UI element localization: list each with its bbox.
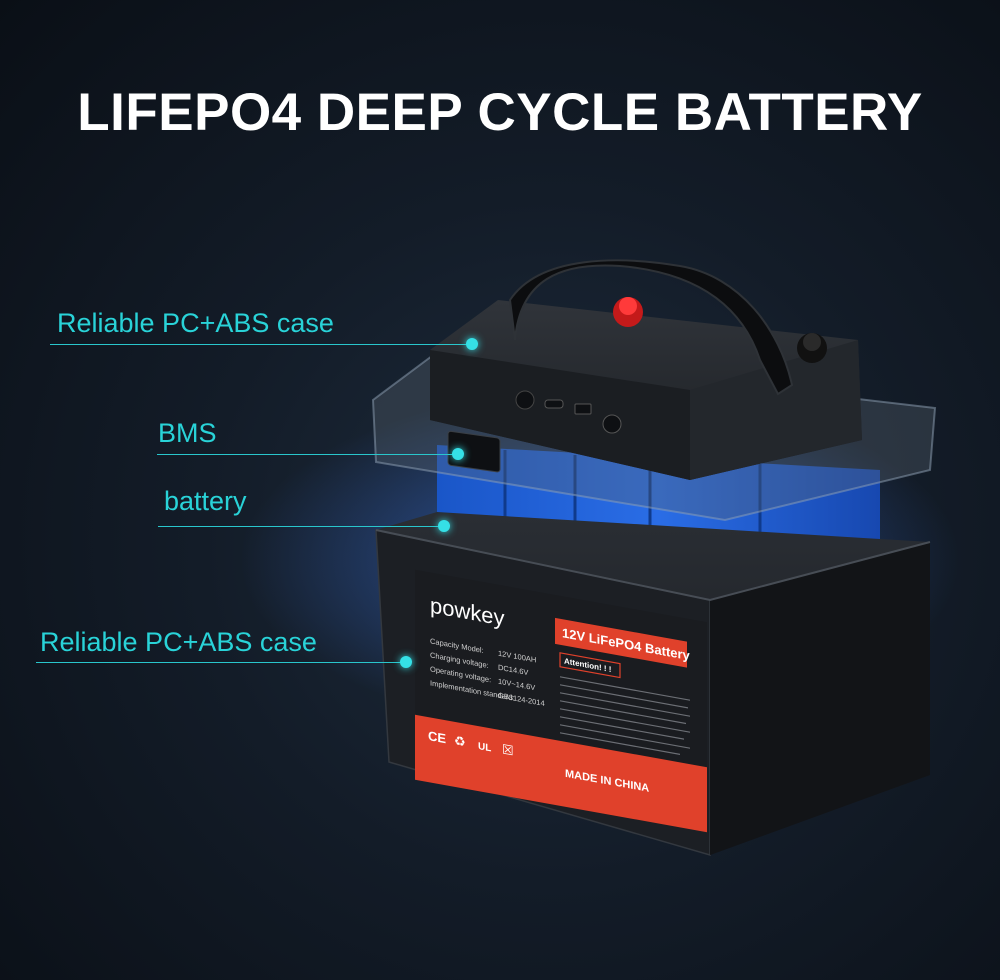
callout-label-bottom-case: Reliable PC+ABS case (40, 627, 317, 657)
callout-dot-bottom-case (400, 656, 412, 668)
callout-label-bms: BMS (158, 418, 217, 448)
top-lid (430, 259, 862, 480)
callout-dot-bms (452, 448, 464, 460)
banner-bg (555, 617, 687, 668)
callout-dot-top-case (466, 338, 478, 350)
recycle-icon: ♻ (454, 733, 466, 750)
callout-line-battery (158, 526, 444, 527)
callout-dot-battery (438, 520, 450, 532)
warning-text-lines (560, 676, 690, 756)
page-title: LIFEPO4 DEEP CYCLE BATTERY (77, 83, 923, 142)
callout-line-top-case (50, 344, 474, 345)
ul-mark-icon: UL (478, 741, 491, 754)
product-label: powkey 12V LiFePO4 Battery Capacity Mode… (415, 569, 707, 833)
disposal-icon: ☒ (502, 741, 514, 758)
callout-label-top-case: Reliable PC+ABS case (57, 308, 334, 338)
label-red-band (415, 714, 707, 833)
attention-box (559, 652, 621, 679)
ce-mark-icon: CE (428, 728, 446, 746)
callout-line-bottom-case (36, 662, 406, 663)
callout-label-battery: battery (164, 486, 247, 516)
callout-line-bms (157, 454, 459, 455)
